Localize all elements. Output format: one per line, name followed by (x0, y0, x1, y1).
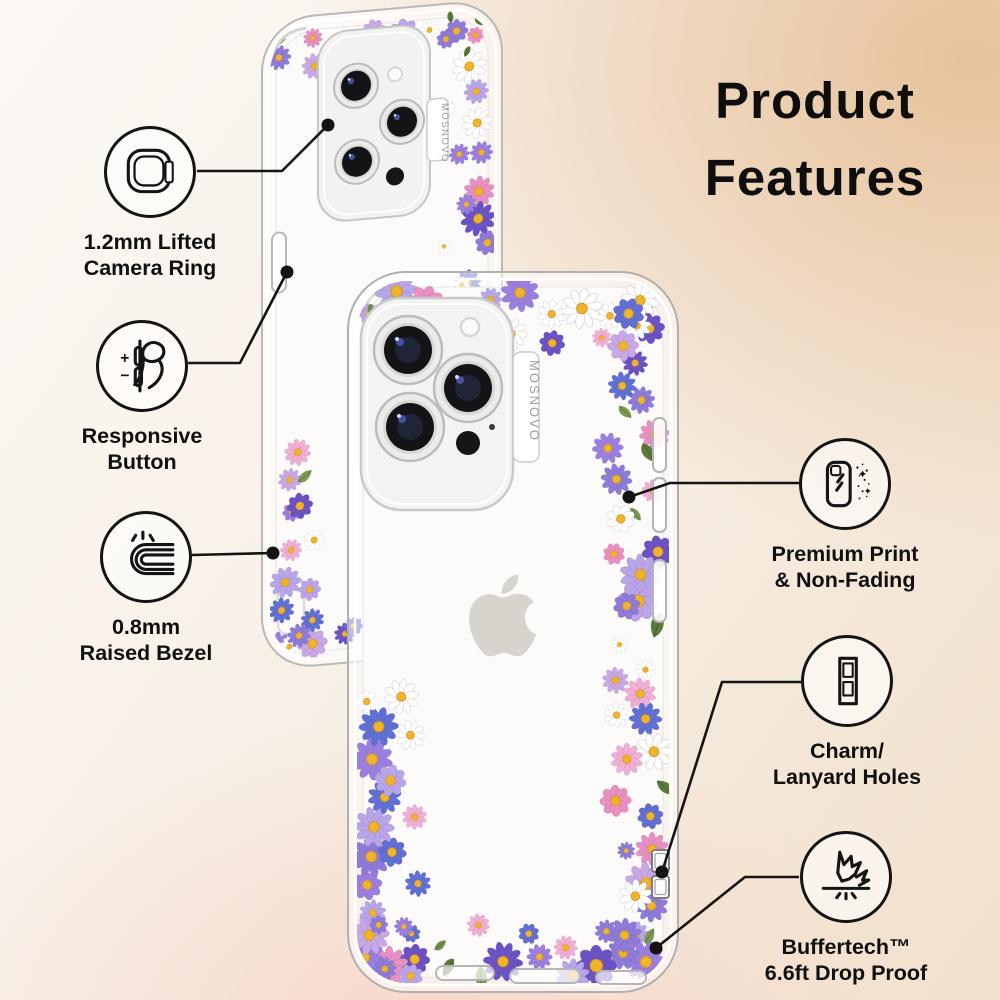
camera-lens (372, 314, 444, 386)
phone-case-front: MOSNOVO (347, 271, 679, 993)
camera-lens (379, 98, 425, 145)
raised-bezel-icon (100, 511, 192, 603)
bottom-ports (435, 965, 647, 985)
apple-logo (469, 574, 537, 657)
camera-ring-icon (104, 126, 196, 218)
flower-leaf (307, 829, 314, 839)
brand-tab (426, 97, 449, 162)
power-button (652, 559, 667, 623)
flower-cosmos (263, 963, 301, 1000)
brand-text: MOSNOVO (439, 103, 450, 164)
leader-line-camera-ring (197, 124, 329, 173)
flower-daisy (273, 866, 302, 894)
lidar-sensor (386, 167, 404, 186)
flower-leaf (293, 726, 303, 740)
camera-lens (333, 62, 379, 109)
flower-daisy (264, 832, 299, 866)
leader-dot (622, 490, 636, 504)
flower-cosmos (300, 896, 339, 934)
camera-flash (387, 66, 403, 83)
svg-text:−: − (120, 367, 129, 384)
title-line-2: Features (704, 149, 926, 206)
leader-lines (188, 124, 801, 950)
leader-line-premium-print (628, 481, 799, 499)
leader-dots (266, 118, 669, 955)
svg-text:+: + (120, 350, 129, 367)
flower-daisy (275, 664, 306, 695)
leader-dot (649, 941, 663, 955)
speaker-slot (595, 970, 647, 985)
flower-leaf (284, 762, 295, 780)
sparkle-case-icon (799, 438, 891, 530)
flower-cosmos (284, 948, 320, 985)
leader-dot (266, 546, 280, 560)
flower-daisy (288, 761, 308, 780)
lanyard-holes-icon (801, 635, 893, 727)
flower-cosmos (268, 939, 295, 968)
volume-down-button (652, 477, 667, 533)
lidar-sensor (456, 431, 480, 455)
flower-daisy (285, 700, 311, 727)
camera-module-front: MOSNOVO (359, 296, 542, 512)
leader-line-responsive-button (188, 271, 289, 365)
volume-buttons-icon: + − (96, 320, 188, 412)
flower-daisy (296, 868, 313, 885)
leader-dot (321, 118, 335, 132)
speaker-slot (435, 965, 495, 981)
flower-cosmos (283, 715, 311, 744)
charging-port-slot (509, 968, 581, 984)
leader-dot (655, 865, 669, 879)
brand-text: MOSNOVO (527, 360, 542, 442)
camera-lens (334, 138, 380, 185)
camera-lens (432, 352, 504, 424)
drop-proof-icon (800, 831, 892, 923)
mic-hole (489, 424, 495, 430)
side-button (271, 231, 287, 294)
leader-line-charm-lanyard (660, 680, 801, 873)
feature-callout-premium-print: Premium Print& Non-Fading (733, 438, 957, 593)
camera-module-back: MOSNOVO (317, 24, 450, 222)
feature-label: Charm/Lanyard Holes (772, 739, 922, 789)
brand-tab (512, 351, 540, 463)
feature-label: Premium Print& Non-Fading (771, 542, 919, 592)
flower-daisy (296, 993, 332, 1000)
leader-dot (280, 265, 294, 279)
feature-callout-charm-lanyard: Charm/Lanyard Holes (735, 635, 959, 790)
sparkles (856, 463, 871, 500)
camera-lens (374, 391, 446, 463)
leader-line-buffertech (655, 875, 799, 950)
volume-up-button (652, 417, 667, 473)
flower-leaf (285, 804, 296, 814)
leader-line-raised-bezel (191, 551, 274, 557)
flower-cosmos (267, 897, 304, 935)
title-line-1: Product (715, 72, 915, 129)
flower-leaf (302, 678, 313, 690)
flower-daisy (271, 805, 295, 828)
page-title: Product Features (630, 62, 1000, 216)
camera-flash (459, 316, 481, 338)
